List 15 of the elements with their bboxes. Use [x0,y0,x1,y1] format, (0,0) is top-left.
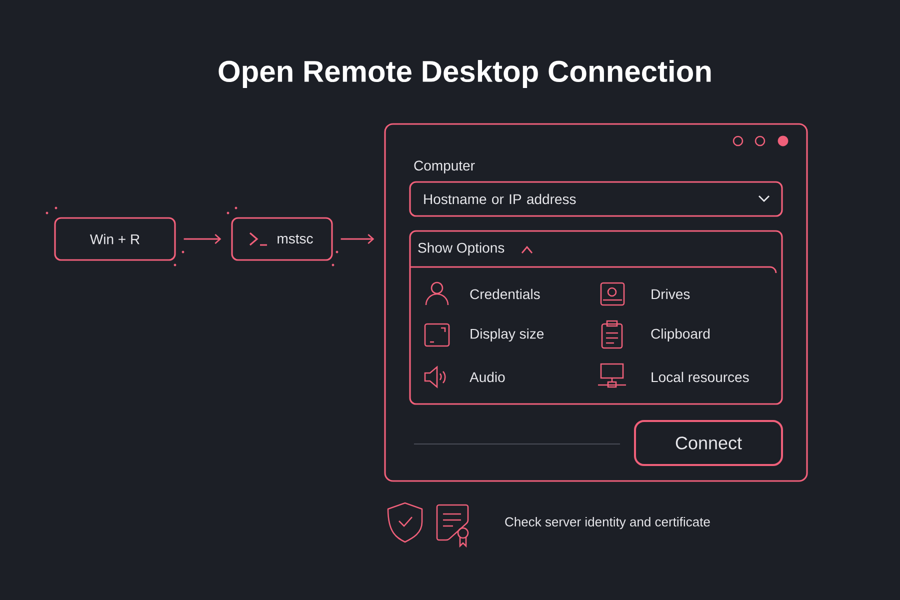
connect-button: Connect [634,420,783,466]
option-label: Clipboard [651,328,710,342]
arrow [184,234,222,244]
option-label: Display size [470,328,544,342]
command-box: mstsc [231,217,333,261]
option-label: Local resources [652,372,749,382]
field-label: Computer [414,160,475,174]
option-label: Credentials [470,288,540,300]
arrow [340,234,374,244]
option-label: Drives [652,288,690,300]
key-combo-box: Win + R [54,217,176,261]
title: Open Remote Desktop Connection [218,60,711,88]
option-label: Audio [470,372,505,382]
dropdown-field: Hostname or IP address [409,181,783,217]
note-text: Check server identity and certificate [505,516,710,530]
